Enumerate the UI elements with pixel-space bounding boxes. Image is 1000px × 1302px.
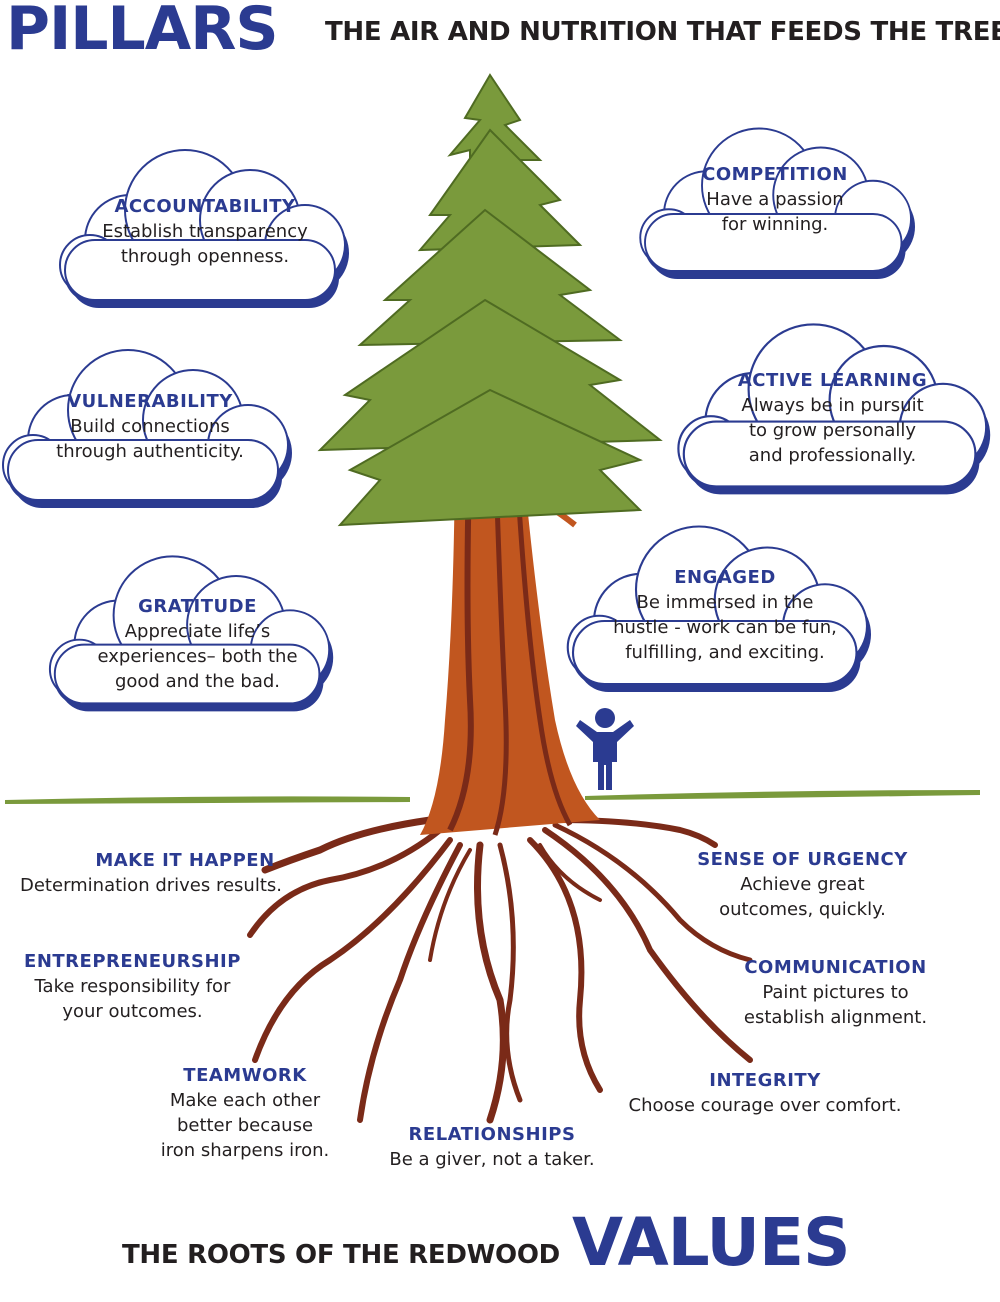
pillar-desc-line: Appreciate life’s bbox=[124, 621, 271, 642]
grass-line bbox=[5, 790, 980, 804]
value-communication: COMMUNICATION Paint pictures to establis… bbox=[728, 956, 943, 1030]
pillar-vulnerability: VULNERABILITY Build connections through … bbox=[20, 390, 280, 464]
value-desc-line: Paint pictures to bbox=[762, 982, 909, 1003]
value-desc-line: Achieve great bbox=[740, 874, 865, 895]
pillar-gratitude: GRATITUDE Appreciate life’s experiences–… bbox=[65, 595, 330, 694]
value-desc-line: Take responsibility for bbox=[34, 976, 231, 997]
pillar-desc-line: for winning. bbox=[721, 214, 829, 235]
value-desc-line: Be a giver, not a taker. bbox=[389, 1149, 595, 1170]
value-desc-line: Choose courage over comfort. bbox=[628, 1095, 902, 1116]
pillars-subtitle: THE AIR AND NUTRITION THAT FEEDS THE TRE… bbox=[325, 17, 1000, 47]
value-title: TEAMWORK bbox=[183, 1065, 307, 1086]
value-title: RELATIONSHIPS bbox=[408, 1124, 576, 1145]
pillar-desc-line: Be immersed in the bbox=[636, 592, 814, 613]
values-heading: VALUES bbox=[572, 1204, 851, 1281]
pillar-title: VULNERABILITY bbox=[67, 391, 233, 412]
value-sense-of-urgency: SENSE OF URGENCY Achieve great outcomes,… bbox=[680, 848, 925, 922]
pillar-desc-line: through openness. bbox=[120, 246, 290, 267]
value-desc-line: your outcomes. bbox=[62, 1001, 203, 1022]
value-relationships: RELATIONSHIPS Be a giver, not a taker. bbox=[362, 1123, 622, 1172]
pillar-title: ACTIVE LEARNING bbox=[737, 370, 928, 391]
pillar-active-learning: ACTIVE LEARNING Always be in pursuit to … bbox=[700, 369, 965, 468]
pillar-desc-line: Always be in pursuit bbox=[741, 395, 924, 416]
value-desc-line: iron sharpens iron. bbox=[160, 1140, 330, 1161]
pillar-desc-line: and professionally. bbox=[748, 445, 917, 466]
value-integrity: INTEGRITY Choose courage over comfort. bbox=[600, 1069, 930, 1118]
pillar-desc-line: Have a passion bbox=[706, 189, 844, 210]
pillar-title: ACCOUNTABILITY bbox=[114, 196, 296, 217]
pillars-heading: PILLARS bbox=[6, 0, 279, 64]
value-desc-line: Make each other bbox=[169, 1090, 321, 1111]
value-entrepreneurship: ENTREPRENEURSHIP Take responsibility for… bbox=[10, 950, 255, 1024]
value-desc-line: better because bbox=[176, 1115, 314, 1136]
value-make-it-happen: MAKE IT HAPPEN Determination drives resu… bbox=[20, 849, 320, 898]
value-title: INTEGRITY bbox=[709, 1070, 821, 1091]
pillar-desc-line: Build connections bbox=[70, 416, 230, 437]
pillar-desc-line: to grow personally bbox=[748, 420, 917, 441]
pillar-engaged: ENGAGED Be immersed in the hustle - work… bbox=[580, 566, 870, 665]
pillar-desc-line: fulfilling, and exciting. bbox=[625, 642, 825, 663]
pillar-title: ENGAGED bbox=[674, 567, 776, 588]
pillar-title: COMPETITION bbox=[702, 164, 848, 185]
value-teamwork: TEAMWORK Make each other better because … bbox=[140, 1064, 350, 1163]
person-figure bbox=[576, 708, 634, 790]
value-title: ENTREPRENEURSHIP bbox=[24, 951, 241, 972]
value-desc-line: Determination drives results. bbox=[20, 875, 283, 896]
pillar-title: GRATITUDE bbox=[138, 596, 257, 617]
pillar-desc-line: experiences– both the bbox=[97, 646, 298, 667]
pillar-competition: COMPETITION Have a passion for winning. bbox=[650, 163, 900, 237]
value-title: COMMUNICATION bbox=[744, 957, 927, 978]
pillar-desc-line: hustle - work can be fun, bbox=[613, 617, 837, 638]
value-desc-line: outcomes, quickly. bbox=[719, 899, 886, 920]
values-subtitle: THE ROOTS OF THE REDWOOD bbox=[122, 1240, 560, 1270]
pillar-desc-line: Establish transparency bbox=[102, 221, 308, 242]
redwood-tree bbox=[317, 73, 663, 836]
root-lines bbox=[247, 816, 753, 1124]
value-desc-line: establish alignment. bbox=[743, 1007, 928, 1028]
pillar-desc-line: good and the bad. bbox=[114, 671, 281, 692]
value-title: MAKE IT HAPPEN bbox=[95, 850, 275, 871]
pillar-desc-line: through authenticity. bbox=[56, 441, 244, 462]
value-title: SENSE OF URGENCY bbox=[697, 849, 908, 870]
pillar-accountability: ACCOUNTABILITY Establish transparency th… bbox=[60, 195, 350, 269]
